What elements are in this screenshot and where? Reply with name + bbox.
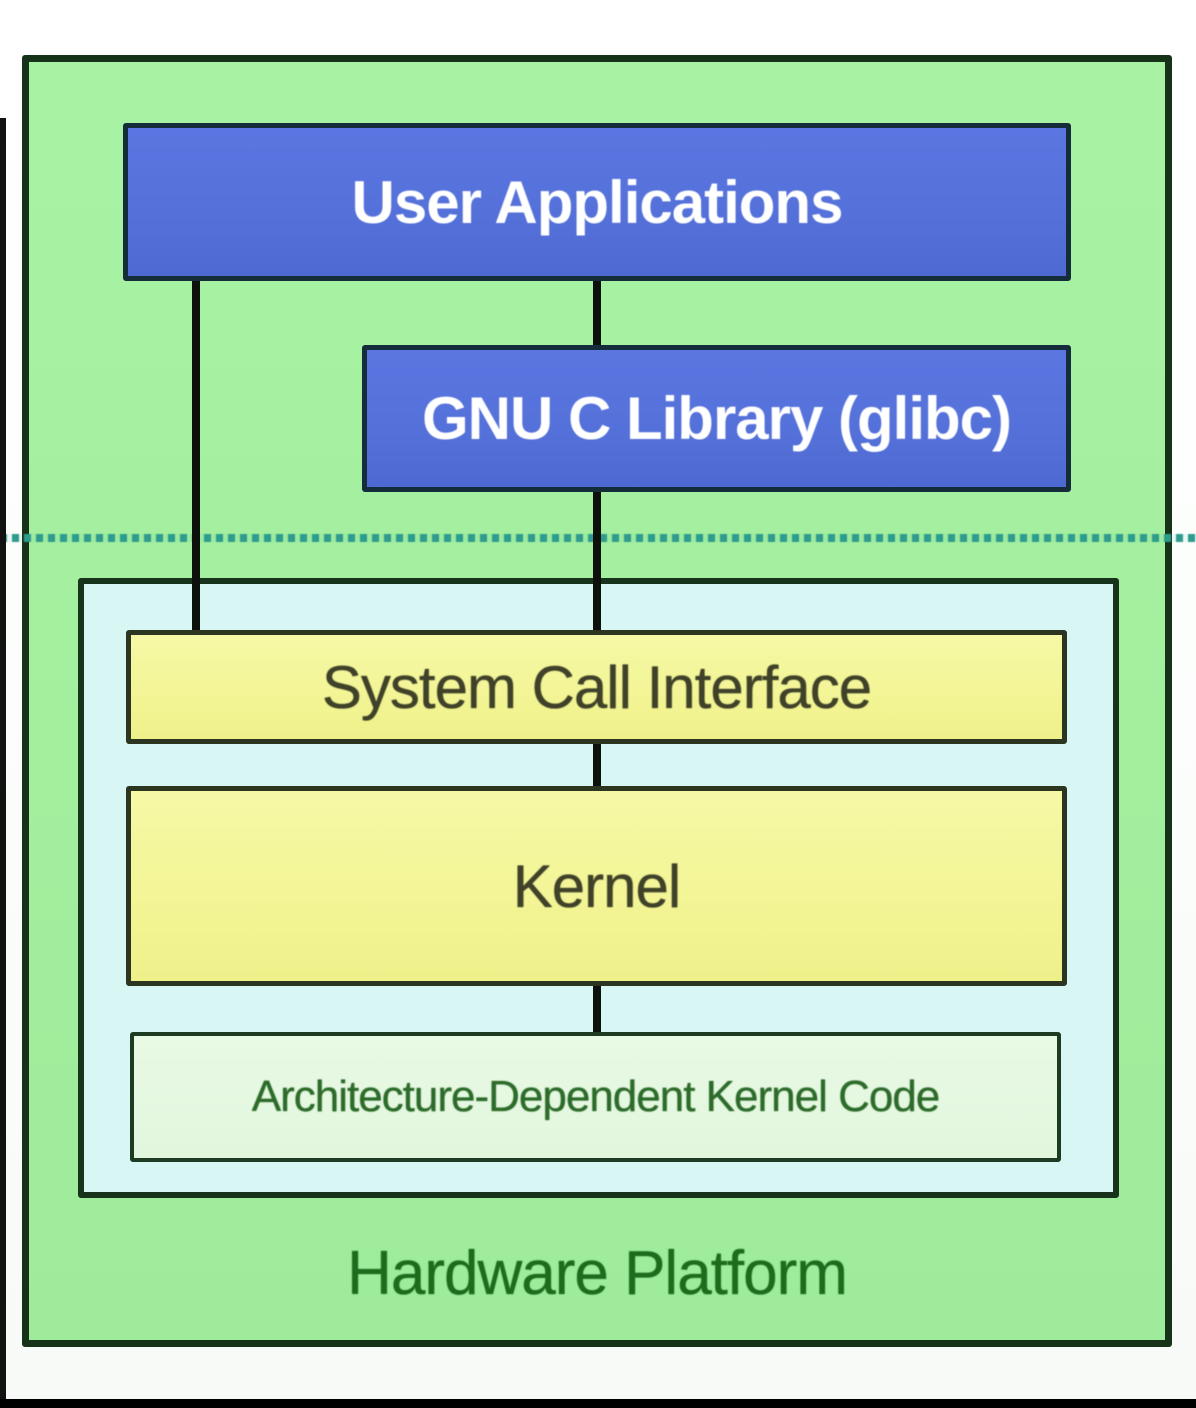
connector-glibc-to-syscall [593,478,601,644]
box-system-call-interface: System Call Interface [126,630,1067,744]
kernel-label: Kernel [512,852,681,920]
box-user-applications: User Applications [123,123,1071,281]
gnu-c-library-label: GNU C Library (glibc) [421,385,1012,452]
connector-userapps-to-glibc [593,268,601,360]
connector-kernel-to-archcode [593,976,601,1042]
box-kernel: Kernel [126,786,1067,986]
arch-dependent-kernel-code-label: Architecture-Dependent Kernel Code [251,1072,941,1121]
hardware-platform-caption-row: Hardware Platform [22,1218,1172,1328]
connector-userapps-to-syscall [192,268,200,648]
user-applications-label: User Applications [351,168,844,236]
video-edge-artifact-left [0,118,6,1400]
box-gnu-c-library: GNU C Library (glibc) [362,345,1071,492]
box-arch-dependent-kernel-code: Architecture-Dependent Kernel Code [130,1032,1061,1162]
system-call-interface-label: System Call Interface [321,653,872,721]
video-letterbox-bottom [0,1399,1196,1408]
connector-syscall-to-kernel [593,736,601,796]
hardware-platform-label: Hardware Platform [347,1238,848,1308]
